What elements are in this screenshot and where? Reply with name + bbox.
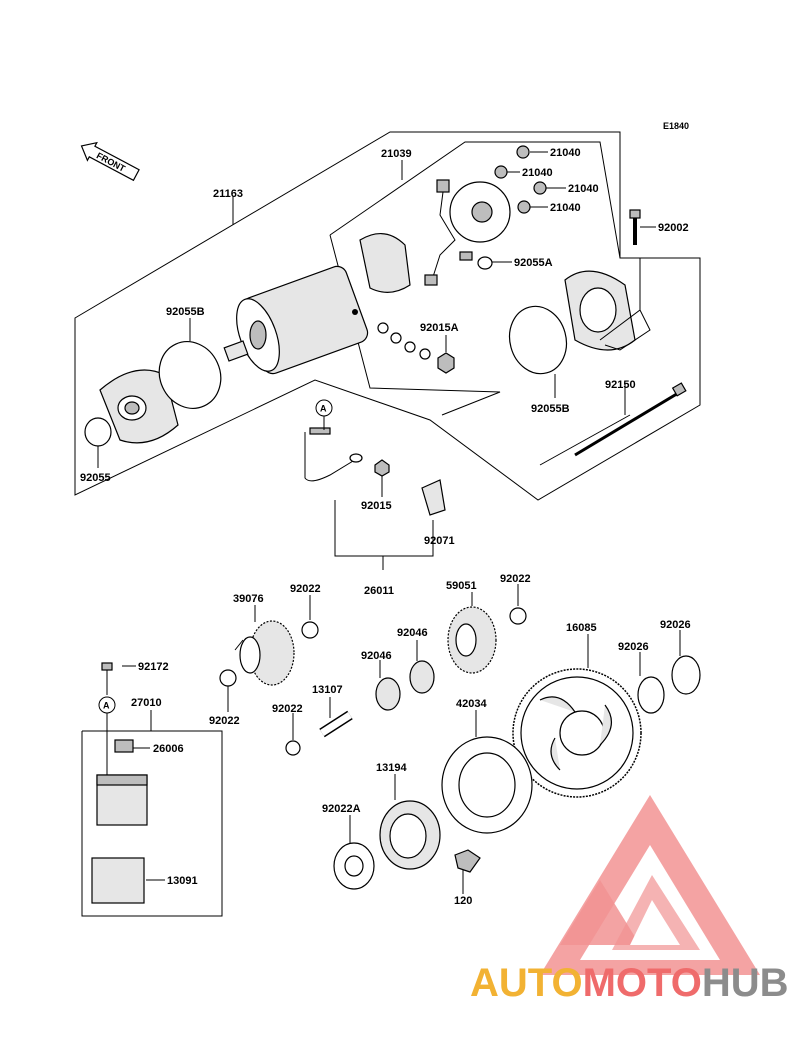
part-label-21040: 21040 xyxy=(568,183,599,195)
ref-marker-a-top: A xyxy=(315,399,333,430)
part-label-21039: 21039 xyxy=(381,148,412,160)
relay-group xyxy=(81,662,223,917)
gear-train xyxy=(219,606,701,890)
part-label-26006: 26006 xyxy=(153,743,184,755)
part-label-59051: 59051 xyxy=(446,580,477,592)
watermark-hub: HUB xyxy=(702,961,789,1005)
part-label-27010: 27010 xyxy=(131,697,162,709)
part-label-92022: 92022 xyxy=(209,715,240,727)
part-label-92055B: 92055B xyxy=(531,403,570,415)
part-label-13091: 13091 xyxy=(167,875,198,887)
part-label-26011: 26011 xyxy=(364,585,394,597)
part-label-39076: 39076 xyxy=(233,593,264,605)
part-label-16085: 16085 xyxy=(566,622,597,634)
part-label-21163: 21163 xyxy=(213,188,243,200)
watermark-moto: MOTO xyxy=(583,961,702,1005)
part-label-92015: 92015 xyxy=(361,500,392,512)
part-label-92026: 92026 xyxy=(660,619,691,631)
starter-motor-group xyxy=(74,131,701,501)
part-label-92055A: 92055A xyxy=(514,257,553,269)
part-label-21040: 21040 xyxy=(550,202,581,214)
leader-lines xyxy=(97,151,681,894)
part-label-13194: 13194 xyxy=(376,762,407,774)
svg-text:AUTOMOTOHUB: AUTOMOTOHUB xyxy=(470,961,789,1005)
part-label-92046: 92046 xyxy=(397,627,428,639)
part-label-92026: 92026 xyxy=(618,641,649,653)
watermark-text: AUTOMOTOHUB xyxy=(470,961,789,1005)
part-label-92022: 92022 xyxy=(290,583,321,595)
ref-marker-label: A xyxy=(320,404,327,414)
part-label-92055: 92055 xyxy=(80,472,111,484)
part-label-21040: 21040 xyxy=(550,147,581,159)
part-label-92046: 92046 xyxy=(361,650,392,662)
part-label-92150: 92150 xyxy=(605,379,636,391)
watermark-auto: AUTO xyxy=(470,961,583,1005)
part-label-92015A: 92015A xyxy=(420,322,459,334)
ref-marker-label: A xyxy=(103,701,110,711)
part-label-92022: 92022 xyxy=(500,573,531,585)
watermark-logo xyxy=(540,795,760,975)
ref-marker-a-left: A xyxy=(98,696,116,714)
front-arrow-icon: FRONT xyxy=(80,141,140,182)
cable-group xyxy=(304,427,446,570)
part-label-120: 120 xyxy=(454,895,472,907)
part-label-21040: 21040 xyxy=(522,167,553,179)
part-label-13107: 13107 xyxy=(312,684,343,696)
part-label-92022A: 92022A xyxy=(322,803,361,815)
part-label-92022: 92022 xyxy=(272,703,303,715)
diagram-code: E1840 xyxy=(663,121,689,131)
part-labels: 21163 21039 21040 21040 21040 21040 9200… xyxy=(80,147,691,907)
part-label-92172: 92172 xyxy=(138,661,169,673)
part-label-92002: 92002 xyxy=(658,222,689,234)
part-label-92055B: 92055B xyxy=(166,306,205,318)
part-label-92071: 92071 xyxy=(424,535,455,547)
part-label-42034: 42034 xyxy=(456,698,487,710)
